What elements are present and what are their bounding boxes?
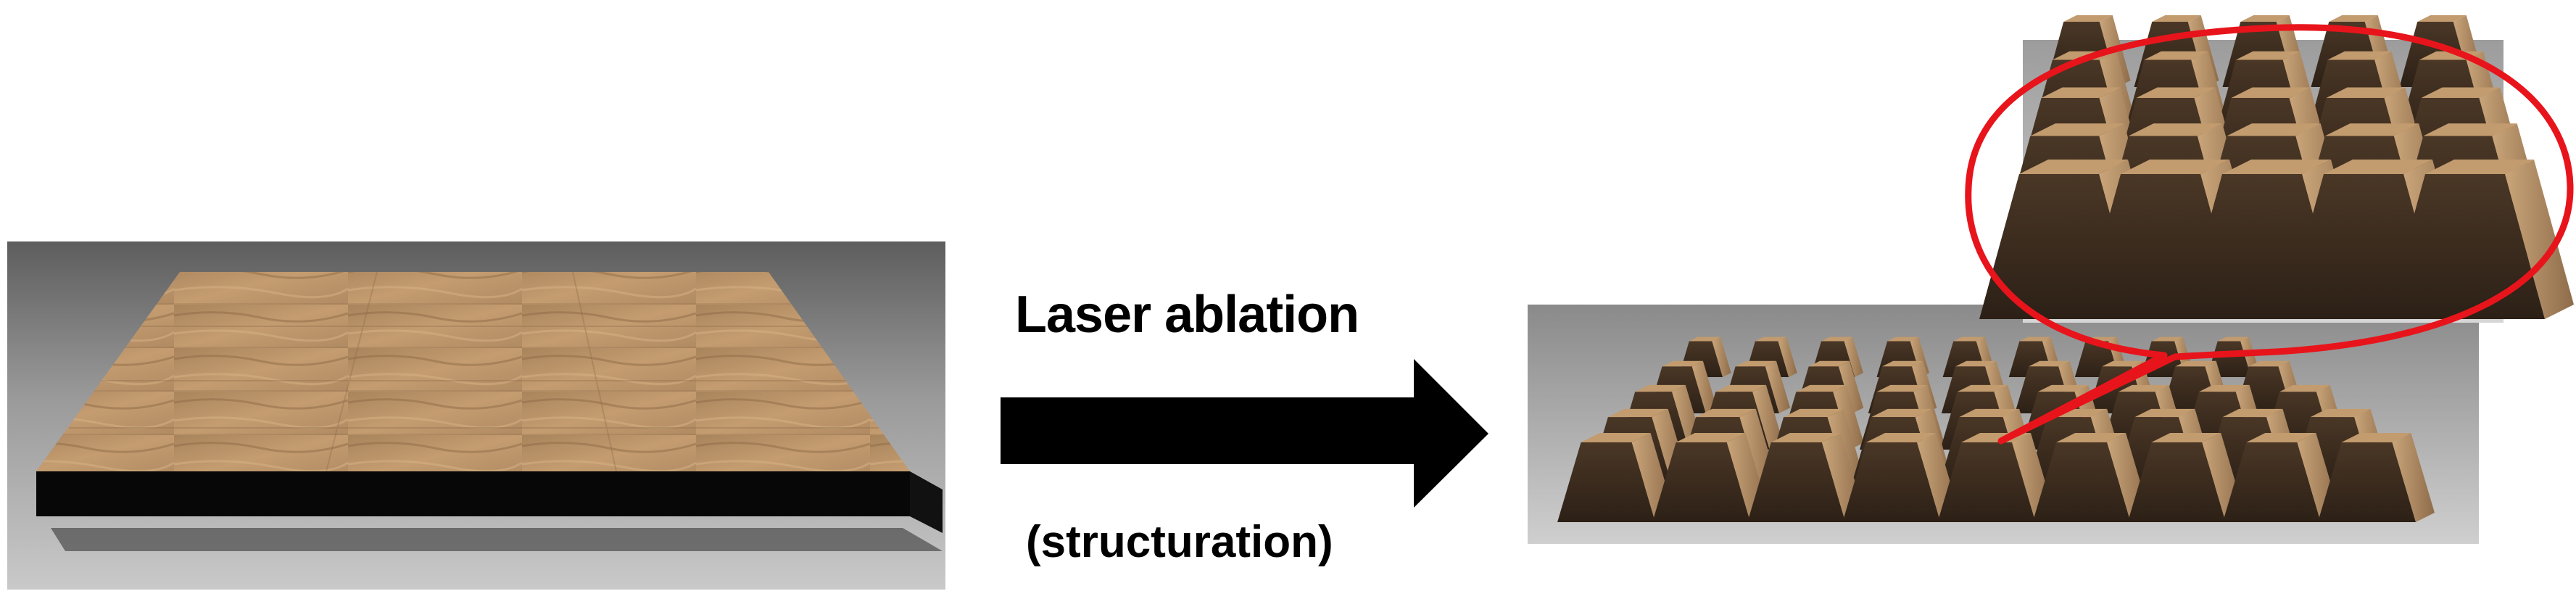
pyramid-top — [1887, 336, 1919, 342]
pyramid-side — [1712, 336, 1731, 377]
pyramid-top — [2235, 51, 2300, 60]
step-label: Laser ablation — [1015, 286, 1359, 344]
pyramid-top — [2019, 160, 2128, 174]
pyramid-side — [2392, 433, 2435, 522]
pyramid-top — [2246, 433, 2316, 442]
pyramid-side — [2505, 160, 2574, 319]
pyramid-top — [2136, 87, 2216, 98]
pyramid-side — [1838, 360, 1864, 413]
pyramid-top — [1607, 408, 1668, 418]
pyramid-top — [2279, 384, 2330, 392]
pyramid-top — [2198, 384, 2250, 392]
pyramid-top — [2222, 408, 2283, 418]
pyramid-top — [1771, 433, 1841, 442]
pyramid-top — [2240, 15, 2290, 22]
pyramid-top — [2029, 360, 2070, 367]
pyramid-top — [2326, 87, 2406, 98]
pyramid-top — [2248, 360, 2290, 367]
pyramid-top — [2102, 360, 2143, 367]
pyramid-top — [2324, 123, 2419, 136]
pyramid-top — [2118, 384, 2169, 392]
pyramid-front — [1557, 442, 1656, 522]
pyramid-side — [1691, 360, 1717, 413]
pyramid-top — [1662, 360, 1703, 367]
pyramid-front — [1652, 442, 1751, 522]
pyramid-top — [1735, 360, 1777, 367]
pyramid-top — [2144, 51, 2208, 60]
pyramid-top — [2019, 336, 2051, 342]
pyramid-top — [1953, 336, 1985, 342]
slab-side — [36, 471, 910, 516]
pyramid-top — [1881, 360, 1923, 367]
pyramid-side — [1827, 408, 1864, 486]
pyramid-top — [2341, 433, 2411, 442]
pyramid-top — [2128, 123, 2223, 136]
pyramid-top — [2227, 123, 2321, 136]
pyramid-top — [1695, 408, 1756, 418]
pyramid-top — [2063, 15, 2113, 22]
pyramid-top — [2425, 160, 2534, 174]
slab-top — [36, 272, 910, 471]
pyramid-top — [1808, 360, 1850, 367]
pyramid-top — [2121, 160, 2229, 174]
pyramid-top — [1957, 384, 2008, 392]
pyramid-top — [1821, 336, 1853, 342]
pyramid-side — [1833, 384, 1864, 450]
pyramid-top — [2421, 87, 2501, 98]
step-sublabel: (structuration) — [1026, 517, 1333, 567]
pyramid-top — [1955, 360, 1997, 367]
callout-bubble — [1965, 24, 2574, 445]
pyramid-top — [2417, 15, 2467, 22]
pyramid-side — [1778, 336, 1797, 377]
process-arrow — [1001, 359, 1488, 508]
pyramid-front — [2222, 442, 2321, 522]
pyramid-top — [1796, 384, 1847, 392]
pyramid-top — [2037, 384, 2089, 392]
pyramid-top — [1865, 433, 1936, 442]
zoom-pyramid-array — [1979, 15, 2574, 319]
pyramid-front — [1747, 442, 1846, 522]
pyramid-top — [2327, 51, 2392, 60]
pyramid-side — [1844, 336, 1863, 377]
pyramid-top — [1784, 408, 1844, 418]
pyramid-top — [2041, 87, 2121, 98]
pyramid-top — [2329, 15, 2378, 22]
pyramid-top — [2151, 433, 2221, 442]
pyramid-array — [1557, 336, 2435, 522]
zoom-inset — [1979, 15, 2574, 323]
pyramid-top — [2175, 360, 2216, 367]
pyramid-front — [2127, 442, 2226, 522]
pyramid-top — [1635, 384, 1686, 392]
pyramid-top — [2151, 336, 2183, 342]
pyramid-front — [2032, 442, 2131, 522]
pyramid-top — [1959, 408, 2020, 418]
pyramid-top — [2222, 160, 2331, 174]
pyramid-front — [2385, 174, 2545, 319]
pyramid-top — [2056, 433, 2126, 442]
pyramid-top — [2152, 15, 2201, 22]
after-panel — [1528, 305, 2479, 544]
pyramid-top — [2423, 123, 2517, 136]
pyramid-top — [1871, 408, 1932, 418]
pyramid-top — [1676, 433, 1746, 442]
pyramid-top — [2231, 87, 2311, 98]
pyramid-top — [1581, 433, 1651, 442]
pyramid-top — [2030, 123, 2124, 136]
pyramid-top — [1689, 336, 1721, 342]
pyramid-side — [1765, 360, 1791, 413]
pyramid-front — [1937, 442, 2036, 522]
pyramid-side — [1752, 384, 1784, 450]
pyramid-front — [2317, 442, 2416, 522]
pyramid-top — [1876, 384, 1928, 392]
before-panel — [7, 241, 945, 590]
pyramid-top — [2324, 160, 2432, 174]
pyramid-top — [2217, 336, 2249, 342]
pyramid-top — [2310, 408, 2371, 418]
pyramid-top — [2134, 408, 2195, 418]
pyramid-front — [1842, 442, 1941, 522]
pyramid-top — [1755, 336, 1787, 342]
pyramid-top — [1715, 384, 1766, 392]
